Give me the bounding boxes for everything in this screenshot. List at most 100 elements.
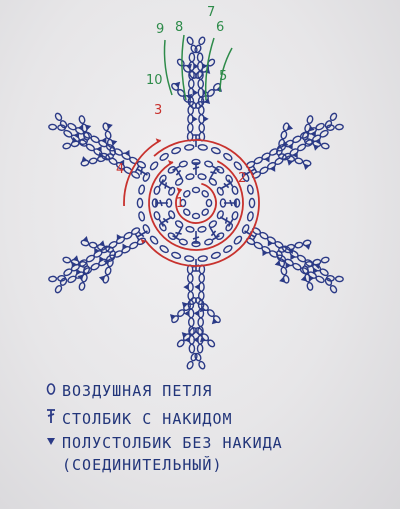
chain-stitch xyxy=(197,144,208,151)
chain-stitch xyxy=(78,281,86,291)
chain-stitch xyxy=(215,232,225,241)
snowflake-crochet-diagram: 1 2 3 4 5 6 7 8 9 10 xyxy=(48,5,344,370)
chain-stitch xyxy=(241,172,250,182)
double-crochet-stitch xyxy=(209,165,220,180)
chain-stitch xyxy=(186,273,194,284)
chain-stitch xyxy=(59,277,68,286)
round-arrow xyxy=(144,139,260,267)
chain-stitch xyxy=(167,165,177,174)
branch-number-10: 10 xyxy=(146,73,163,88)
chain-stitch xyxy=(320,142,330,150)
chain-stitch xyxy=(186,360,194,370)
chain-stitch xyxy=(63,129,73,138)
chain-stitch xyxy=(334,123,344,131)
chain-stitch xyxy=(168,210,176,220)
chain-stitch xyxy=(178,160,188,168)
chain-stitch xyxy=(59,120,68,129)
chain-stitch xyxy=(206,88,215,97)
branch-arrow xyxy=(163,39,173,96)
chain-stitch xyxy=(246,211,254,222)
chain-stitch xyxy=(325,275,335,282)
chain-stitch xyxy=(136,197,144,209)
chain-stitch xyxy=(63,268,73,277)
chain-stitch xyxy=(183,94,191,103)
branch-number-7: 7 xyxy=(207,5,215,20)
chain-stitch xyxy=(188,52,196,63)
chain-stitch xyxy=(197,255,208,262)
chain-stitch xyxy=(197,317,205,328)
chain-stitch xyxy=(191,212,201,220)
double-crochet-stitch xyxy=(192,231,200,244)
legend-note-text: (СОЕДИНИТЕЛЬНЫЙ) xyxy=(62,456,223,474)
chain-stitch xyxy=(201,208,209,216)
chain-stitch xyxy=(48,123,58,131)
chain-stitch xyxy=(194,352,202,362)
chain-stitch xyxy=(80,123,88,133)
chain-stitch xyxy=(223,245,233,254)
branch-arrow xyxy=(181,34,187,101)
round-arrow xyxy=(123,139,162,207)
chain-stitch xyxy=(201,333,210,342)
chain-stitch xyxy=(216,186,224,196)
chain-stitch xyxy=(149,161,159,171)
chain-stitch xyxy=(80,239,90,247)
chain-stitch xyxy=(207,339,216,348)
chain-stitch xyxy=(215,165,225,174)
round-arrow xyxy=(175,182,217,224)
chain-stitch xyxy=(195,297,203,305)
chain-stitch xyxy=(79,138,88,145)
chain-stitch xyxy=(334,275,344,283)
chain-stitch xyxy=(62,256,72,264)
chain-stitch xyxy=(204,238,214,246)
chain-stitch xyxy=(304,273,312,283)
chain-stitch xyxy=(246,184,254,195)
chain-stitch xyxy=(198,273,206,284)
chain-stitch xyxy=(54,284,63,294)
chain-stitch xyxy=(187,317,195,328)
chain-stitch xyxy=(184,144,195,151)
double-crochet-stitch xyxy=(172,226,183,241)
double-crochet-stitch xyxy=(172,165,183,180)
double-crochet-stitch xyxy=(158,179,173,190)
chain-stitch xyxy=(282,274,290,284)
chain-stitch xyxy=(223,152,233,161)
chain-stitch xyxy=(159,152,169,161)
chain-stitch xyxy=(196,52,204,63)
arrow-head xyxy=(176,187,182,193)
chain-stitch xyxy=(231,185,239,195)
chain-stitch xyxy=(319,129,329,138)
chain-stitch xyxy=(96,243,106,251)
chain-stitch xyxy=(302,159,312,167)
chain-stitch xyxy=(185,173,195,181)
chain-stitch xyxy=(176,58,185,67)
chain-stitch xyxy=(225,174,234,184)
pattern-ink-layer xyxy=(48,36,344,370)
chain-stitch xyxy=(187,78,195,89)
chain-stitch xyxy=(280,130,288,140)
chain-stitch xyxy=(109,250,117,260)
chain-stitch xyxy=(80,159,90,167)
chain-stitch xyxy=(294,157,304,165)
chain-stitch xyxy=(312,140,322,148)
chain-stitch xyxy=(153,185,161,195)
chain-stitch xyxy=(205,198,213,208)
branch-number-5: 5 xyxy=(219,69,227,84)
chain-stitch xyxy=(201,190,209,198)
round-guides xyxy=(123,138,260,267)
chain-stitch xyxy=(233,161,243,171)
chain-stitch xyxy=(182,333,191,342)
chain-stitch xyxy=(301,131,309,141)
chain-stitch xyxy=(329,112,338,122)
chain-stitch xyxy=(186,36,194,46)
chain-stitch xyxy=(142,224,151,234)
arrow-head xyxy=(167,160,173,166)
chain-stitch xyxy=(158,174,167,184)
chain-stitch xyxy=(306,281,314,291)
chain-stitch xyxy=(216,210,224,220)
chain-stitch xyxy=(196,343,204,354)
chain-stitch xyxy=(324,277,333,286)
chain-stitch xyxy=(182,64,191,73)
double-crochet-stitch xyxy=(155,199,168,207)
chain-stitch xyxy=(204,160,214,168)
chain-stitch xyxy=(174,177,184,186)
